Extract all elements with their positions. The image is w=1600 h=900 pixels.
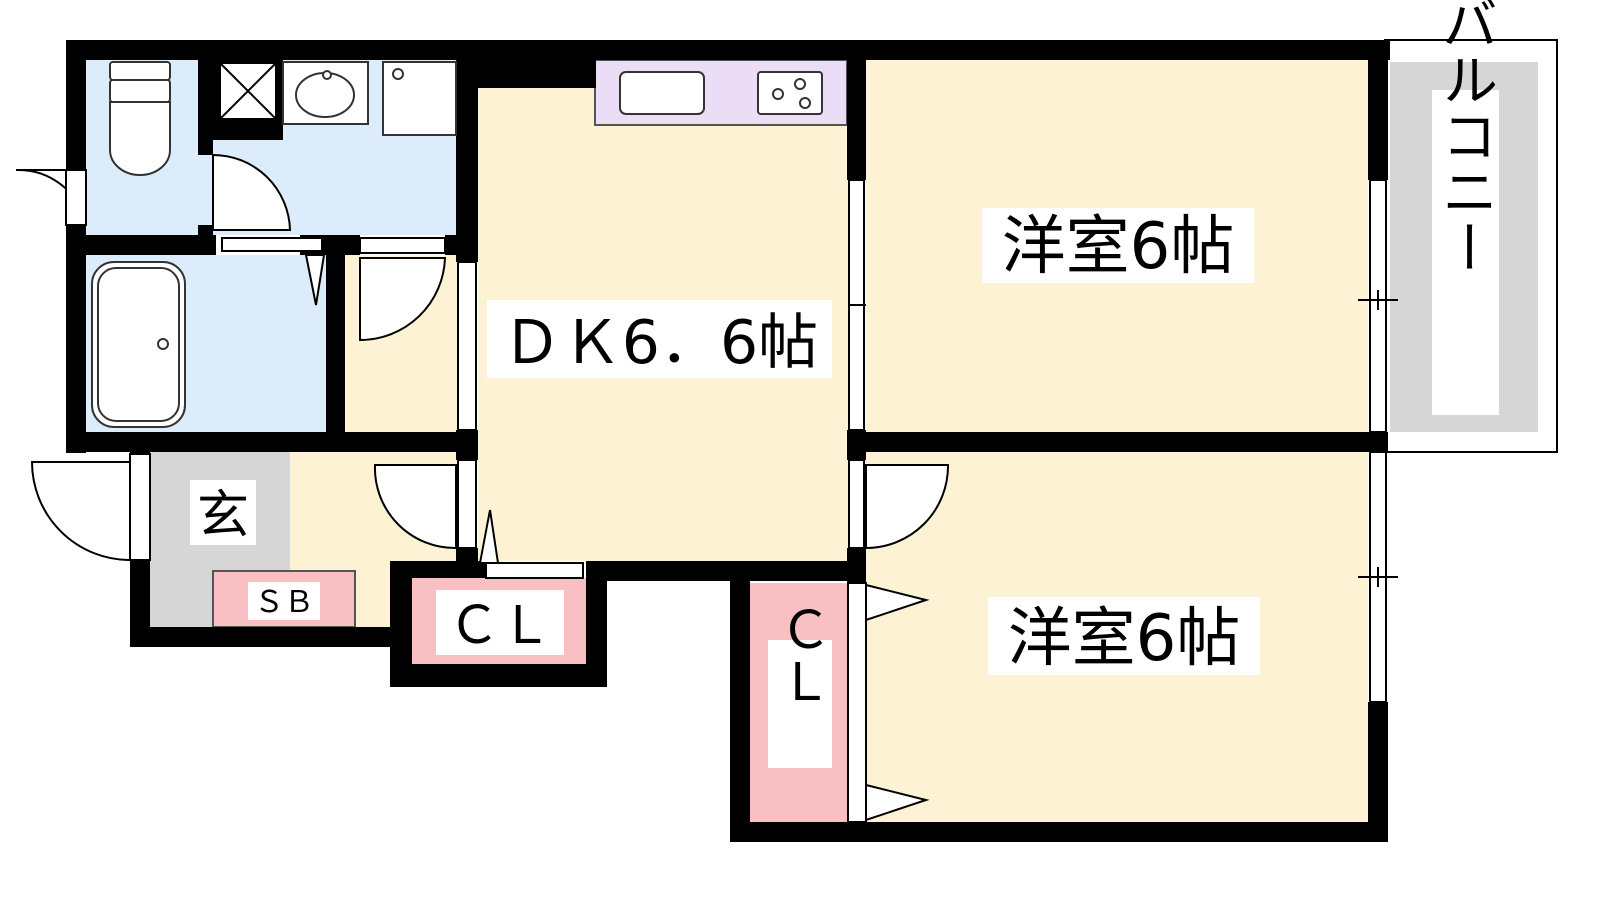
- sink-fixture: [282, 61, 457, 136]
- door-western-2: [865, 464, 950, 550]
- closet-hall-label: ＣＬ: [448, 596, 552, 656]
- dk-label-bg: [487, 300, 832, 378]
- sb-label-bg: [248, 582, 320, 620]
- bathtub-fixture: [91, 261, 186, 428]
- western2-label-bg: [988, 597, 1260, 675]
- windows: [457, 179, 1387, 703]
- door-hallway: [359, 257, 447, 342]
- doors: [15, 153, 950, 823]
- balcony-label: バルコニー: [1433, 0, 1498, 275]
- entrance-label-bg: [190, 480, 256, 545]
- toilet-fixture: [109, 61, 171, 176]
- cl-hall-label-bg: [436, 590, 564, 655]
- door-entry-dk: [373, 464, 457, 550]
- ps-box-cross: [220, 63, 276, 119]
- closet-room-label: ＣＬ: [770, 603, 830, 707]
- door-entrance: [30, 461, 131, 562]
- dk-label: ＤＫ6．6帖: [502, 308, 818, 378]
- window-marks: [849, 290, 1398, 587]
- shoe-box-label: ＳＢ: [254, 585, 314, 620]
- cl-room-label-bg: [768, 640, 832, 768]
- western-room-2-label: 洋室6帖: [1008, 602, 1241, 676]
- walls: [66, 40, 1390, 842]
- balcony-label-bg: [1432, 90, 1499, 415]
- western1-label-bg: [982, 208, 1254, 283]
- door-washroom: [212, 153, 292, 231]
- western-room-1-label: 洋室6帖: [1002, 210, 1235, 284]
- kitchen-fixtures: [619, 71, 823, 115]
- entrance-label: 玄: [197, 486, 249, 546]
